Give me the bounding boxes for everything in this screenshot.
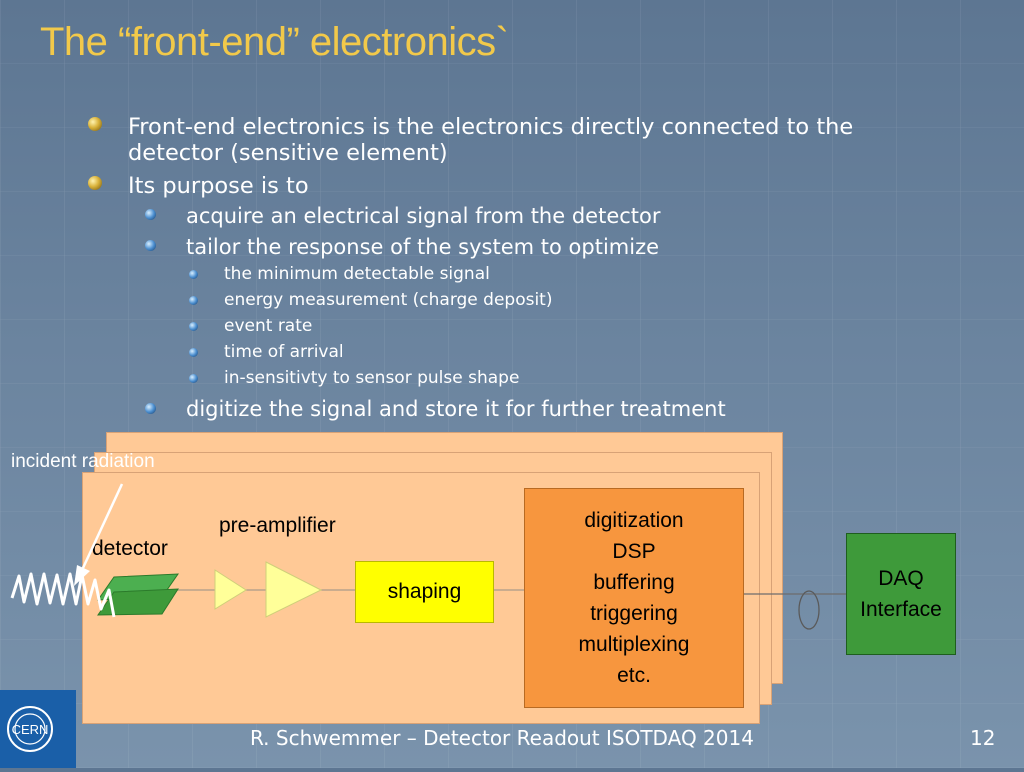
cern-logo: CERN (0, 690, 76, 768)
bullet-dot-icon (88, 117, 102, 131)
preamp-label: pre-amplifier (219, 514, 336, 537)
sub-sub-bullet-item: event rate (224, 316, 313, 336)
detector-label: detector (92, 537, 168, 560)
daq-interface-box: DAQ Interface (846, 533, 956, 655)
preamp-triangle-large (265, 561, 323, 618)
sub-sub-bullet-dot-icon (189, 348, 198, 357)
radiation-wave-icon (10, 572, 116, 618)
shaping-label: shaping (387, 580, 462, 603)
radiation-arrowhead-icon (74, 565, 90, 586)
detector-plate-bottom (97, 588, 179, 616)
incident-radiation-label: incident radiation (11, 451, 155, 472)
digi-line: DSP (612, 540, 656, 563)
radiation-arrow-icon (81, 483, 124, 569)
cern-logo-icon: CERN (7, 706, 53, 752)
sub-bullet-digitize: digitize the signal and store it for fur… (186, 397, 726, 421)
page-number: 12 (970, 726, 996, 750)
preamp-triangle-small (214, 569, 247, 610)
sub-sub-bullet-dot-icon (189, 270, 198, 279)
digi-line: digitization (584, 509, 684, 532)
sub-bullet-dot-icon (145, 403, 156, 414)
digi-line: multiplexing (578, 633, 690, 656)
sub-bullet-acquire: acquire an electrical signal from the de… (186, 204, 661, 228)
digi-line: etc. (617, 664, 651, 687)
sub-sub-bullet-item: the minimum detectable signal (224, 264, 490, 284)
digi-line: buffering (593, 571, 675, 594)
bullet-1-continued: detector (sensitive element) (128, 140, 448, 166)
sub-sub-bullet-dot-icon (189, 296, 198, 305)
cern-logo-text: CERN (12, 722, 49, 737)
shaping-box: shaping (355, 561, 494, 623)
digi-line: triggering (590, 602, 678, 625)
sub-bullet-dot-icon (145, 240, 156, 251)
footer-text: R. Schwemmer – Detector Readout ISOTDAQ … (250, 726, 754, 750)
bullet-2: Its purpose is to (128, 173, 309, 199)
sub-bullet-dot-icon (145, 209, 156, 220)
bullet-dot-icon (88, 176, 102, 190)
sub-sub-bullet-dot-icon (189, 322, 198, 331)
sub-sub-bullet-dot-icon (189, 374, 198, 383)
sub-sub-bullet-item: energy measurement (charge deposit) (224, 290, 553, 310)
slide-title: The “front-end” electronics` (40, 20, 509, 64)
daq-line: DAQ (878, 567, 924, 590)
sub-bullet-tailor: tailor the response of the system to opt… (186, 235, 660, 259)
daq-line: Interface (860, 598, 942, 621)
sub-sub-bullet-item: time of arrival (224, 342, 344, 362)
bullet-1: Front-end electronics is the electronics… (128, 114, 854, 140)
digitization-box: digitization DSP buffering triggering mu… (524, 488, 744, 708)
sub-sub-bullet-item: in-sensitivty to sensor pulse shape (224, 368, 520, 388)
cable-ferrite-icon (798, 590, 820, 630)
